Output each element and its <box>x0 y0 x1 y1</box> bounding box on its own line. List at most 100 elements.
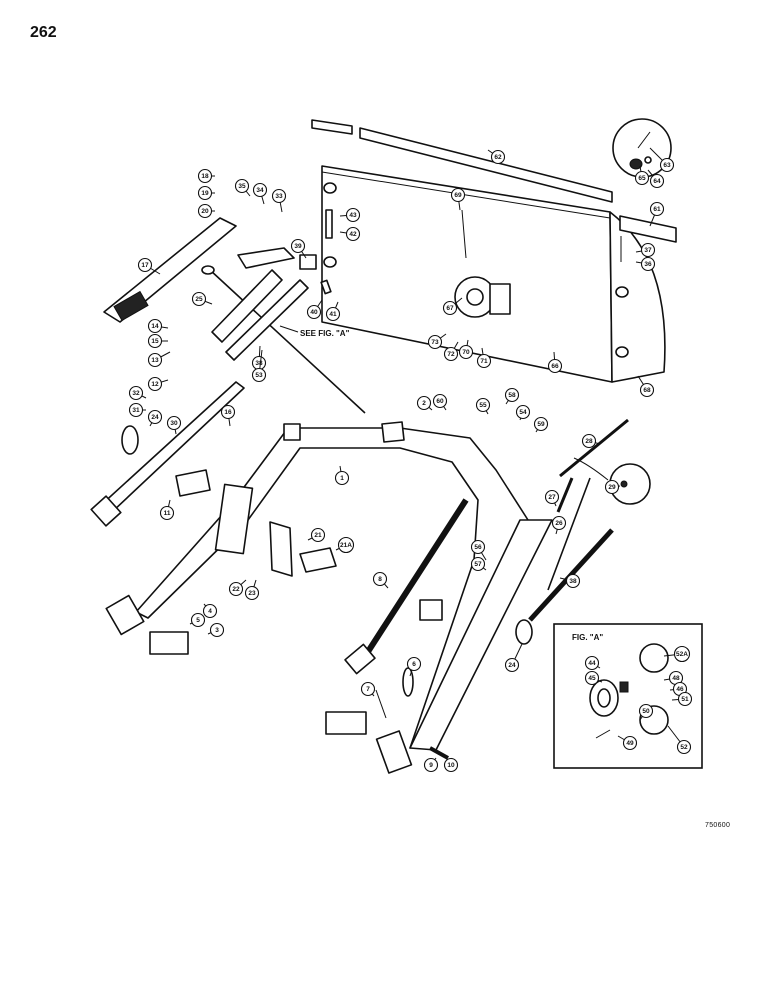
callout-circle <box>137 257 153 273</box>
part-callout-11: 11 <box>159 505 175 521</box>
callout-circle <box>416 395 432 411</box>
callout-label: 15 <box>151 338 159 345</box>
part-callout-42: 42 <box>345 226 361 242</box>
callout-label: 14 <box>151 323 159 330</box>
callout-label: 19 <box>201 190 209 197</box>
part-callout-3: 3 <box>209 622 225 638</box>
callout-circle <box>504 387 520 403</box>
part-callout-40: 40 <box>306 304 322 320</box>
callout-label: 42 <box>349 231 357 238</box>
callout-label: 56 <box>474 544 482 551</box>
callout-circle <box>581 433 597 449</box>
part-callout-24: 24 <box>147 409 163 425</box>
part-callout-71: 71 <box>476 353 492 369</box>
callout-circle <box>191 291 207 307</box>
part-callout-53: 53 <box>251 367 267 383</box>
callout-label: 8 <box>378 576 382 583</box>
part-callout-6: 6 <box>406 656 422 672</box>
part-callout-14: 14 <box>147 318 163 334</box>
callout-label: 61 <box>653 206 661 213</box>
callout-label: 39 <box>294 243 302 250</box>
callout-label: 67 <box>446 305 454 312</box>
part-callout-8: 8 <box>372 571 388 587</box>
inset-title: FIG. "A" <box>572 633 603 642</box>
callout-circle <box>128 402 144 418</box>
callout-circle <box>470 556 486 572</box>
callout-label: 27 <box>548 494 556 501</box>
callout-circle <box>544 489 560 505</box>
drawing-code: 750600 <box>705 822 731 829</box>
callout-circle <box>515 404 531 420</box>
part-callout-9: 9 <box>423 757 439 773</box>
part-callout-13: 13 <box>147 352 163 368</box>
part-callout-22: 22 <box>228 581 244 597</box>
callout-label: 4 <box>208 608 212 615</box>
callout-label: 46 <box>676 686 684 693</box>
callout-circle <box>659 157 675 173</box>
callout-circle <box>677 691 693 707</box>
callout-circle <box>202 603 218 619</box>
callout-label: 69 <box>454 192 462 199</box>
part-callout-36: 36 <box>640 256 656 272</box>
part-callout-73: 73 <box>427 334 443 350</box>
callout-circle <box>334 470 350 486</box>
callout-label: 24 <box>508 662 516 669</box>
callout-circle <box>310 527 326 543</box>
callout-circle <box>622 735 638 751</box>
callout-circle <box>372 571 388 587</box>
callout-label: 63 <box>663 162 671 169</box>
part-callout-72: 72 <box>443 346 459 362</box>
callout-label: 57 <box>474 561 482 568</box>
callout-label: 2 <box>422 400 426 407</box>
callout-circle <box>197 168 213 184</box>
lower-left-clamp <box>105 594 189 655</box>
callout-label: 6 <box>412 661 416 668</box>
callout-label: 13 <box>151 357 159 364</box>
callout-label: 52 <box>680 744 688 751</box>
part-callout-33: 33 <box>271 188 287 204</box>
part-callout-59: 59 <box>533 416 549 432</box>
callout-circle <box>251 367 267 383</box>
callout-label: 7 <box>366 686 370 693</box>
callout-label: 53 <box>255 372 263 379</box>
part-callout-17: 17 <box>137 257 153 273</box>
callout-circle <box>604 479 620 495</box>
callout-circle <box>159 505 175 521</box>
part-callout-24: 24 <box>504 657 520 673</box>
callout-label: 26 <box>555 520 563 527</box>
callout-label: 32 <box>132 390 140 397</box>
callout-label: 72 <box>447 351 455 358</box>
callout-label: 66 <box>551 363 559 370</box>
part-callout-32: 32 <box>128 385 144 401</box>
brackets <box>269 521 337 577</box>
part-callout-27: 27 <box>544 489 560 505</box>
callout-label: 50 <box>642 708 650 715</box>
callout-circle <box>639 382 655 398</box>
callout-label: 12 <box>151 381 159 388</box>
callout-circle <box>427 334 443 350</box>
callout-circle <box>325 306 341 322</box>
callout-circle <box>166 415 182 431</box>
callout-label: 71 <box>480 358 488 365</box>
callout-circle <box>197 185 213 201</box>
callout-label: 21A <box>340 542 352 549</box>
part-callout-63: 63 <box>659 157 675 173</box>
c-frame <box>135 421 553 751</box>
callout-label: 24 <box>151 414 159 421</box>
callout-circle <box>252 182 268 198</box>
callout-label: 10 <box>447 762 455 769</box>
callout-circle <box>345 226 361 242</box>
callout-circle <box>197 203 213 219</box>
callout-circle <box>450 187 466 203</box>
callout-label: 45 <box>588 675 596 682</box>
callout-circle <box>423 757 439 773</box>
callout-label: 38 <box>569 578 577 585</box>
callout-label: 5 <box>196 617 200 624</box>
part-callout-23: 23 <box>244 585 260 601</box>
callout-circle <box>676 739 692 755</box>
callout-circle <box>360 681 376 697</box>
part-callout-50: 50 <box>638 703 654 719</box>
part-callout-62: 62 <box>490 149 506 165</box>
callout-label: 34 <box>256 187 264 194</box>
part-callout-20: 20 <box>197 203 213 219</box>
